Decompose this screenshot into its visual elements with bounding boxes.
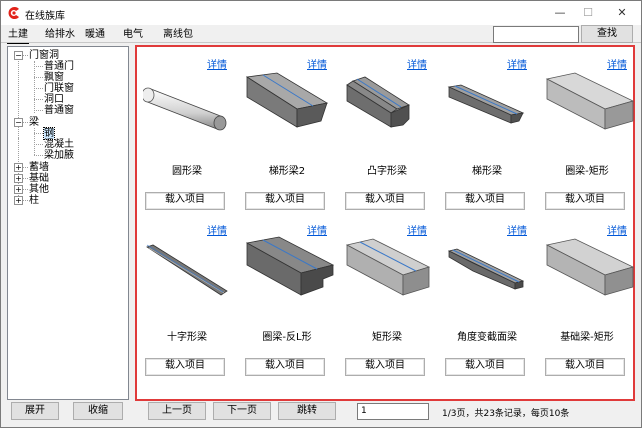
tree-node-beam[interactable]: 梁 <box>29 117 39 128</box>
foundation-beam-icon <box>545 238 635 296</box>
detail-link[interactable]: 详情 <box>207 60 227 71</box>
expand-toggle-icon[interactable]: + <box>14 196 23 205</box>
tree-node-door-window[interactable]: 门联窗 <box>44 83 74 94</box>
tree-node-opening[interactable]: 洞口 <box>44 94 64 105</box>
load-project-button[interactable]: 载入项目 <box>245 358 325 376</box>
search-button[interactable]: 查找 <box>581 25 633 43</box>
minimize-button[interactable]: — <box>554 6 566 19</box>
tree-node-other[interactable]: 其他 <box>29 184 49 195</box>
window-title: 在线族库 <box>25 11 65 22</box>
detail-link[interactable]: 详情 <box>507 226 527 237</box>
family-name: 圆形梁 <box>172 166 202 177</box>
title-bar: 在线族库 — ☐ ✕ <box>1 1 641 25</box>
search-input[interactable] <box>493 26 579 43</box>
load-project-button[interactable]: 载入项目 <box>545 358 625 376</box>
app-logo-icon <box>8 7 19 20</box>
rect-beam-icon <box>345 238 431 296</box>
maximize-button[interactable]: ☐ <box>583 6 593 19</box>
family-name: 矩形梁 <box>372 332 402 343</box>
family-card: 详情 梯形梁2 载入项目 <box>239 49 335 211</box>
tree-node-doors[interactable]: 门窗洞 <box>29 50 59 61</box>
load-project-button[interactable]: 载入项目 <box>445 358 525 376</box>
load-project-button[interactable]: 载入项目 <box>345 358 425 376</box>
close-button[interactable]: ✕ <box>617 6 627 19</box>
tree-node-door[interactable]: 普通门 <box>44 61 74 72</box>
collapse-toggle-icon[interactable]: − <box>14 51 23 60</box>
family-name: 圈梁-反L形 <box>262 332 312 343</box>
family-name: 基础梁-矩形 <box>560 332 614 343</box>
tree-node-haunch[interactable]: 梁加腋 <box>44 150 74 161</box>
expand-toggle-icon[interactable]: + <box>14 185 23 194</box>
round-beam-icon <box>143 87 227 131</box>
tab-plumbing[interactable]: 给排水 <box>45 29 75 40</box>
family-name: 梯形梁2 <box>268 166 306 177</box>
family-card: 详情 十字形梁 载入项目 <box>139 215 235 377</box>
expand-button[interactable]: 展开 <box>11 402 59 420</box>
tree-node-window[interactable]: 普通窗 <box>44 105 74 116</box>
jump-button[interactable]: 跳转 <box>278 402 336 420</box>
family-grid: 详情 圆形梁 载入项目 详情 梯形梁2 载入项目 详情 <box>135 45 635 401</box>
tab-hvac[interactable]: 暖通 <box>85 29 105 40</box>
family-name: 十字形梁 <box>167 332 207 343</box>
family-card: 详情 圈梁-反L形 载入项目 <box>239 215 335 377</box>
family-card: 详情 圆形梁 载入项目 <box>139 49 235 211</box>
load-project-button[interactable]: 载入项目 <box>245 192 325 210</box>
family-name: 角度变截面梁 <box>457 332 517 343</box>
cross-beam-icon <box>146 244 228 296</box>
ring-beam-icon <box>545 72 635 130</box>
detail-link[interactable]: 详情 <box>407 60 427 71</box>
load-project-button[interactable]: 载入项目 <box>445 192 525 210</box>
tapered-beam-icon <box>447 248 525 290</box>
family-name: 梯形梁 <box>472 166 502 177</box>
collapse-toggle-icon[interactable]: − <box>14 118 23 127</box>
load-project-button[interactable]: 载入项目 <box>145 358 225 376</box>
convex-beam-icon <box>346 76 410 128</box>
tree-node-bay-window[interactable]: 飘窗 <box>44 72 64 83</box>
trapezoid-beam-icon <box>447 84 525 124</box>
tree-node-concrete[interactable]: 混凝土 <box>44 139 74 150</box>
detail-link[interactable]: 详情 <box>407 226 427 237</box>
page-info: 1/3页，共23条记录，每页10条 <box>442 409 570 419</box>
tree-node-foundation[interactable]: 基础 <box>29 173 49 184</box>
tree-node-steel[interactable]: 钢 <box>43 127 55 140</box>
l-beam-icon <box>245 236 335 296</box>
family-card: 详情 基础梁-矩形 载入项目 <box>539 215 635 377</box>
prev-page-button[interactable]: 上一页 <box>148 402 206 420</box>
tree-node-wall[interactable]: 蓄墙 <box>29 162 49 173</box>
expand-toggle-icon[interactable]: + <box>14 174 23 183</box>
detail-link[interactable]: 详情 <box>607 60 627 71</box>
family-card: 详情 角度变截面梁 载入项目 <box>439 215 535 377</box>
trapezoid-beam-icon <box>245 72 329 128</box>
detail-link[interactable]: 详情 <box>207 226 227 237</box>
load-project-button[interactable]: 载入项目 <box>545 192 625 210</box>
detail-link[interactable]: 详情 <box>307 60 327 71</box>
family-card: 详情 圈梁-矩形 载入项目 <box>539 49 635 211</box>
tab-civil[interactable]: 土建 <box>7 27 29 44</box>
family-card: 详情 凸字形梁 载入项目 <box>339 49 435 211</box>
family-name: 圈梁-矩形 <box>565 166 609 177</box>
family-card: 详情 梯形梁 载入项目 <box>439 49 535 211</box>
detail-link[interactable]: 详情 <box>507 60 527 71</box>
tab-electrical[interactable]: 电气 <box>123 29 143 40</box>
detail-link[interactable]: 详情 <box>607 226 627 237</box>
load-project-button[interactable]: 载入项目 <box>345 192 425 210</box>
category-tree: − 门窗洞 普通门 飘窗 门联窗 洞口 普通窗 − 梁 钢 混凝土 梁加腋 + … <box>7 46 129 400</box>
page-number-input[interactable]: 1 <box>357 403 429 420</box>
load-project-button[interactable]: 载入项目 <box>145 192 225 210</box>
expand-toggle-icon[interactable]: + <box>14 163 23 172</box>
tree-node-column[interactable]: 柱 <box>29 195 39 206</box>
family-name: 凸字形梁 <box>367 166 407 177</box>
tab-offline[interactable]: 离线包 <box>163 29 193 40</box>
next-page-button[interactable]: 下一页 <box>213 402 271 420</box>
family-card: 详情 矩形梁 载入项目 <box>339 215 435 377</box>
tab-divider <box>1 42 641 43</box>
detail-link[interactable]: 详情 <box>307 226 327 237</box>
collapse-button[interactable]: 收缩 <box>73 402 123 420</box>
